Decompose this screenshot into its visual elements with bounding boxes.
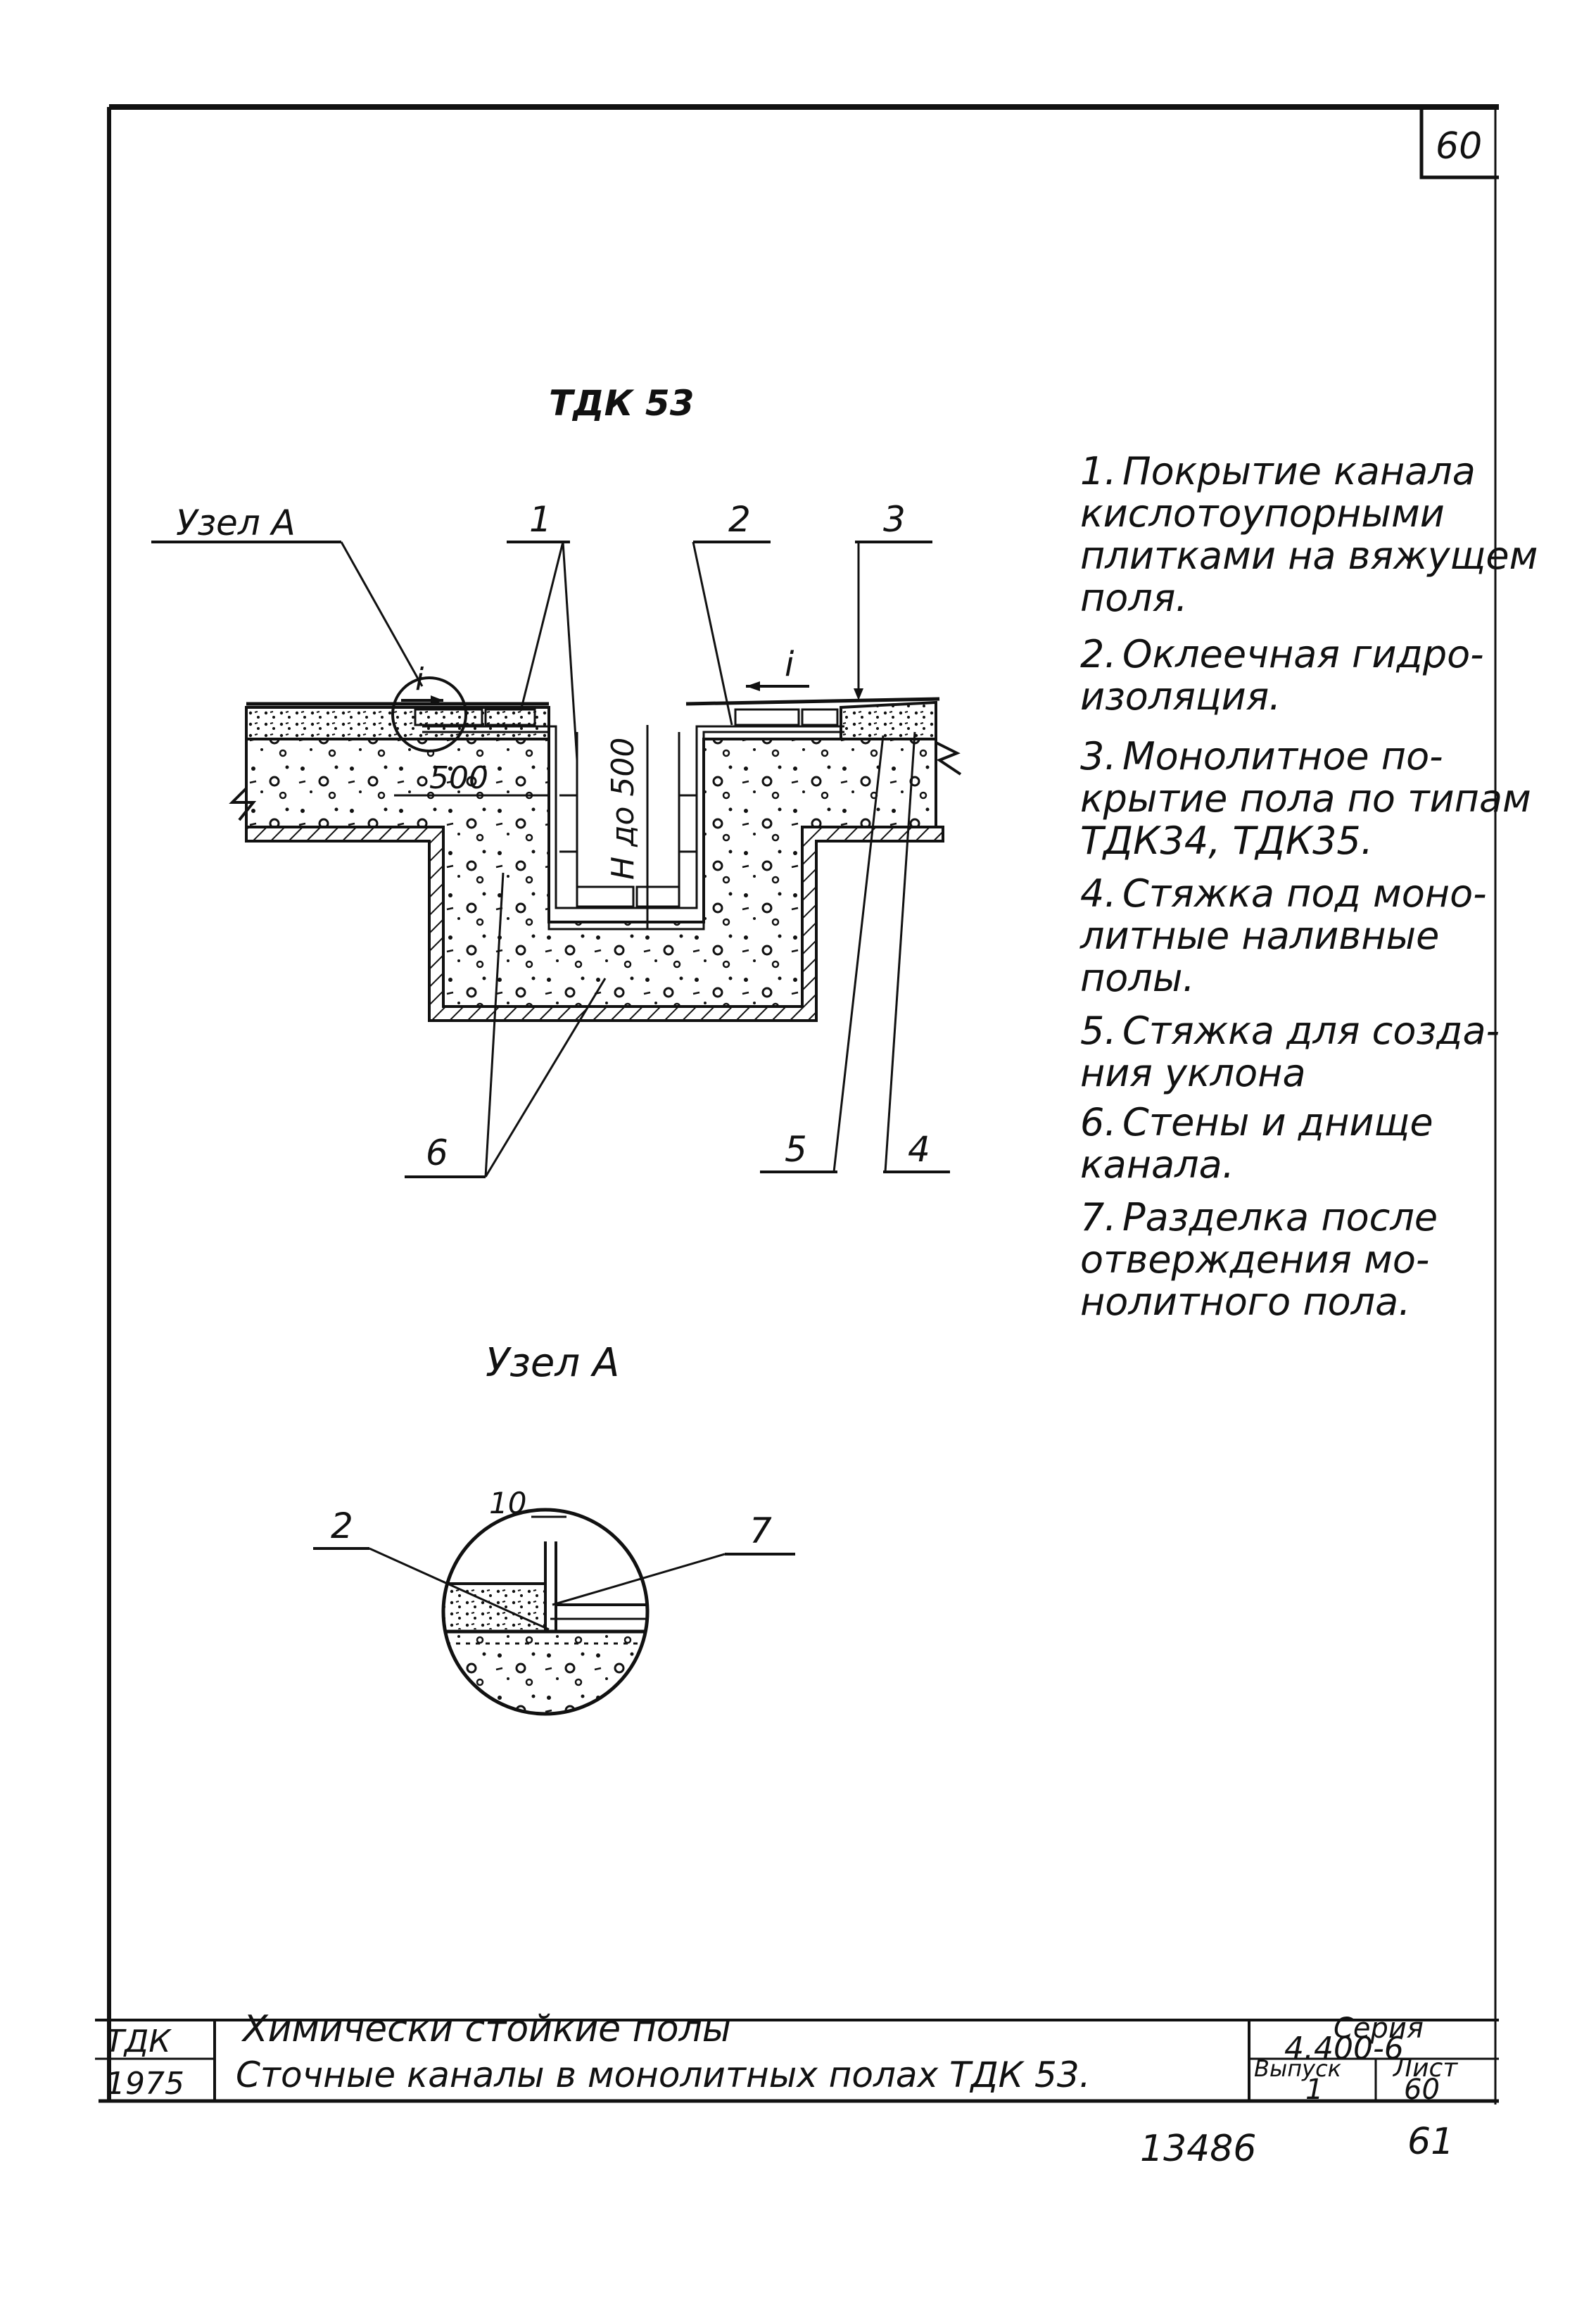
note-4: 4.Стяжка под моно-литные наливные полы. [1080,871,1487,1000]
svg-text:Узел А: Узел А [176,503,296,543]
detail-title: Узел А [486,1340,619,1386]
tb-year: 1975 [106,2066,184,2102]
slope-arrow-right: i [746,645,809,691]
tb-issue-value: 1 [1305,2074,1323,2106]
label-5: 5 [760,735,885,1173]
tb-sheet-label: Лист [1392,2054,1458,2083]
svg-text:3: 3 [883,499,906,540]
tb-sheet-value: 60 [1404,2074,1440,2106]
label-4: 4 [883,731,950,1173]
note-3: 3.Монолитное по-крытие пола по типам ТДК… [1080,734,1531,863]
label-node-a: Узел А [151,503,424,687]
tb-code: ТДК [106,2024,172,2059]
note-7: 7.Разделка после отверждения мо-нолитног… [1080,1195,1438,1324]
main-title: ТДК 53 [549,383,695,424]
title-block: ТДК 1975 Химически стойкие полы Сточные … [95,2008,1499,2106]
dimension-h: Н до 500 [605,725,649,929]
tb-line1: Химически стойкие полы [241,2008,731,2050]
inventory-number: 13486 [1140,2128,1256,2170]
slope-label-right: i [785,645,794,684]
node-a-marker [391,676,467,752]
svg-text:Н до 500: Н до 500 [605,738,641,880]
tb-issue-label: Выпуск [1254,2055,1342,2082]
page-number: 61 [1407,2121,1454,2163]
sheet-number-box: 60 [1419,107,1499,179]
tb-series-value: 4.400-6 [1284,2031,1404,2067]
note-5: 5.Стяжка для созда-ния уклона [1080,1009,1500,1095]
label-1: 1 [507,499,578,761]
svg-text:4: 4 [908,1129,930,1170]
tb-line2: Сточные каналы в монолитных полах ТДК 53… [236,2055,1091,2095]
slope-label-left: i [415,662,424,698]
dimension-500: 500 [394,760,549,797]
label-6: 6 [405,872,607,1178]
svg-text:10: 10 [489,1486,526,1520]
note-2: 2.Оклеечная гидро-изоляция. [1080,632,1484,719]
svg-text:2: 2 [331,1506,353,1546]
channel-section [229,697,962,1022]
label-2: 2 [692,499,771,726]
sheet-number: 60 [1436,125,1482,168]
svg-text:5: 5 [785,1129,807,1170]
note-6: 6.Стены и днище канала. [1080,1100,1433,1187]
note-1: 1.Покрытие канала кислотоупорными плитка… [1080,449,1538,620]
tb-series-label: Серия [1334,2012,1424,2045]
svg-text:6: 6 [426,1132,448,1173]
slope-arrow-left: i [401,662,443,705]
label-3: 3 [854,499,932,700]
svg-text:7: 7 [749,1510,772,1551]
svg-text:2: 2 [728,499,751,540]
svg-text:500: 500 [429,760,488,796]
sheet-frame [95,104,1499,2105]
detail-node-a: 10 2 7 [313,1486,795,1716]
svg-text:1: 1 [529,499,552,540]
